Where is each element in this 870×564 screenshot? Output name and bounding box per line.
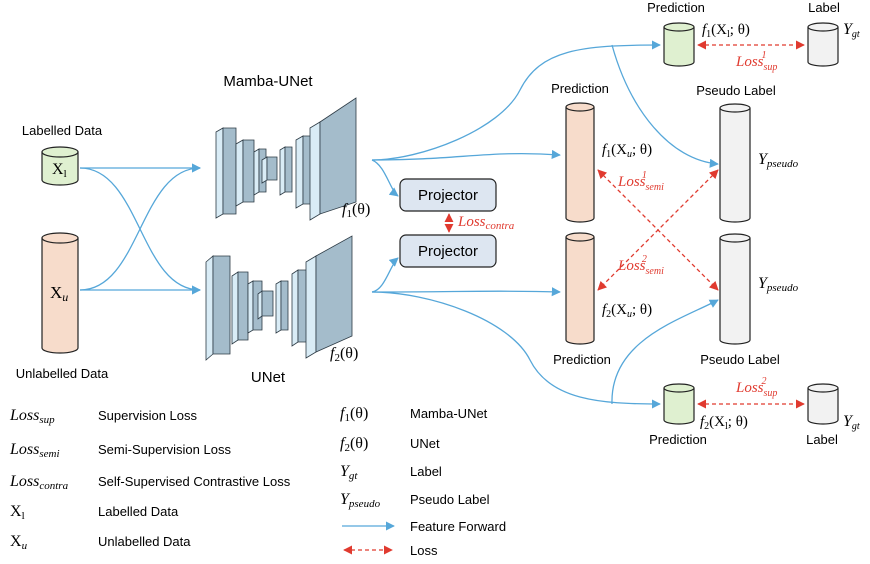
pred-bot-small-expr: f2(Xl; θ) — [700, 414, 748, 432]
pred-top-small-cylinder — [663, 22, 695, 67]
pred-mid-top-caption: Prediction — [551, 81, 609, 96]
pseudo-top-cylinder — [719, 103, 751, 223]
pred-bot-small-caption: Prediction — [649, 432, 707, 447]
unlabelled-data-symbol: Xu — [50, 283, 68, 304]
projector-bottom — [399, 234, 497, 268]
f2-theta-label: f2(θ) — [330, 345, 358, 364]
pred-mid-bot-caption: Prediction — [553, 352, 611, 367]
legend-sym-xl: Xl — [10, 503, 25, 522]
pseudo-bot-caption: Pseudo Label — [700, 352, 780, 367]
loss-semi1-label: Losssemi1 — [617, 170, 664, 193]
unet-blocks — [205, 235, 353, 361]
legend-sym-loss-contra: Losscontra — [9, 473, 69, 492]
label-bot-cylinder — [807, 383, 839, 425]
projector-top-label: Projector — [418, 187, 478, 204]
legend-desc-ypseudo: Pseudo Label — [410, 492, 490, 507]
projector-top — [399, 178, 497, 212]
loss-sup2-label: Losssup2 — [735, 376, 777, 399]
labelled-data-caption: Labelled Data — [22, 123, 103, 138]
legend-sym-f2: f2(θ) — [340, 435, 368, 454]
mamba-unet-blocks — [215, 97, 357, 221]
legend-desc-f1: Mamba-UNet — [410, 406, 488, 421]
legend-desc-loss: Loss — [410, 543, 438, 558]
loss-sup1-label: Losssup1 — [735, 50, 777, 73]
legend-sym-xu: Xu — [10, 533, 28, 552]
pseudo-top-symbol: Ypseudo — [758, 151, 799, 170]
projector-bottom-label: Projector — [418, 243, 478, 260]
pred-bot-small-cylinder — [663, 383, 695, 425]
labelled-data-cylinder — [41, 146, 79, 186]
pseudo-bot-cylinder — [719, 233, 751, 345]
mamba-unet-title: Mamba-UNet — [223, 73, 313, 90]
pseudo-top-caption: Pseudo Label — [696, 83, 776, 98]
legend-desc-loss-contra: Self-Supervised Contrastive Loss — [98, 474, 291, 489]
pred-top-small-caption: Prediction — [647, 0, 705, 15]
unlabelled-data-cylinder — [41, 232, 79, 354]
legend-desc-loss-sup: Supervision Loss — [98, 408, 197, 423]
unet-title: UNet — [251, 369, 286, 386]
pseudo-feature-arrows — [611, 44, 719, 405]
input-feature-arrows — [79, 163, 201, 295]
f1-theta-label: f1(θ) — [342, 201, 370, 220]
label-bot-symbol: Ygt — [843, 413, 860, 432]
semi-loss-cross — [597, 169, 719, 291]
legend-sym-ypseudo: Ypseudo — [340, 491, 381, 510]
pred-top-small-expr: f1(Xl; θ) — [702, 22, 750, 40]
label-top-symbol: Ygt — [843, 21, 860, 40]
label-bot-caption: Label — [806, 432, 838, 447]
legend-sym-ygt: Ygt — [340, 463, 358, 482]
legend-sym-loss-sup: Losssup — [9, 407, 55, 426]
legend-desc-f2: UNet — [410, 436, 440, 451]
pseudo-bot-symbol: Ypseudo — [758, 275, 799, 294]
legend-desc-xu: Unlabelled Data — [98, 534, 191, 549]
legend-desc-ygt: Label — [410, 464, 442, 479]
loss-semi2-label: Losssemi2 — [617, 254, 664, 277]
legend: Losssup Supervision Loss Losssemi Semi-S… — [9, 405, 506, 558]
labelled-data-symbol: Xl — [52, 161, 67, 180]
label-top-cylinder — [807, 22, 839, 67]
pred-mid-top-expr: f1(Xu; θ) — [602, 142, 652, 160]
legend-sym-loss-semi: Losssemi — [9, 441, 60, 460]
pred-mid-bot-expr: f2(Xu; θ) — [602, 302, 652, 320]
pred-mid-top-cylinder — [565, 102, 595, 223]
pred-mid-bot-cylinder — [565, 232, 595, 345]
legend-desc-loss-semi: Semi-Supervision Loss — [98, 442, 231, 457]
legend-desc-xl: Labelled Data — [98, 504, 179, 519]
legend-sym-f1: f1(θ) — [340, 405, 368, 424]
legend-desc-feature-forward: Feature Forward — [410, 519, 506, 534]
unlabelled-data-caption: Unlabelled Data — [16, 366, 109, 381]
label-top-caption: Label — [808, 0, 840, 15]
loss-contra-label: Losscontra — [457, 214, 515, 232]
network-output-arrows — [371, 40, 661, 409]
